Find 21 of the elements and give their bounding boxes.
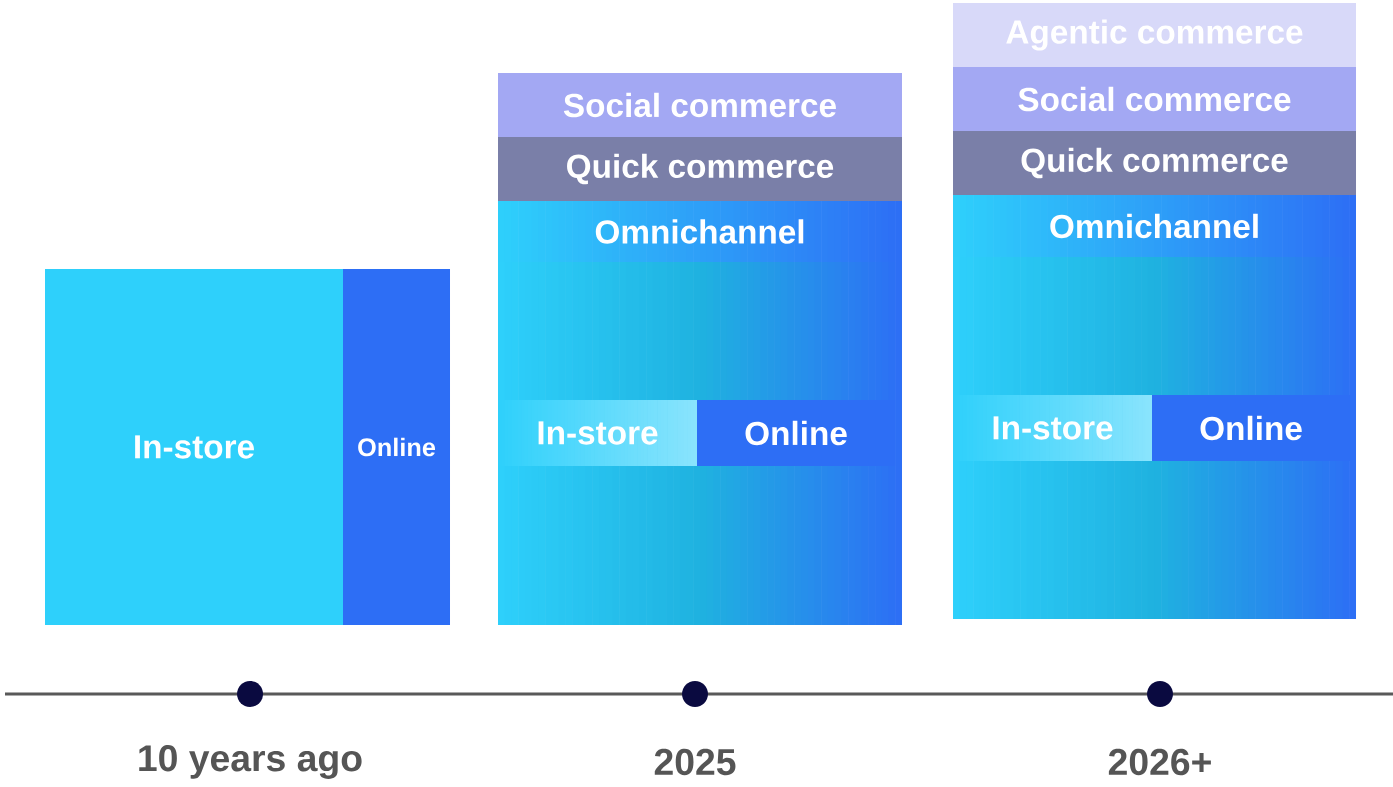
node-label: Omnichannel <box>595 219 804 244</box>
segment-box: In-store <box>45 269 343 625</box>
segment-box: In-store <box>498 400 697 466</box>
node-label: In-store <box>538 421 658 445</box>
band-box: Quick commerce <box>498 137 902 201</box>
node-label: Online <box>745 420 847 446</box>
band-box: Social commerce <box>953 67 1356 131</box>
segment-box: Online <box>697 400 895 466</box>
band-box: Quick commerce <box>953 131 1356 195</box>
segment-box: Online <box>1152 395 1350 461</box>
band-box: Omnichannel <box>953 195 1356 257</box>
segment-box: In-store <box>953 395 1152 461</box>
timeline-label: 2026+ <box>1108 748 1211 776</box>
timeline-label: 2025 <box>654 748 736 776</box>
node-label: In-store <box>993 416 1113 440</box>
timeline-label: 10 years ago <box>139 745 362 779</box>
segment-box: Online <box>343 269 450 625</box>
band-box: Social commerce <box>498 73 902 137</box>
node-label: Online <box>1200 415 1302 441</box>
node-label: Omnichannel <box>1050 213 1258 239</box>
band-box: Omnichannel <box>498 201 902 262</box>
